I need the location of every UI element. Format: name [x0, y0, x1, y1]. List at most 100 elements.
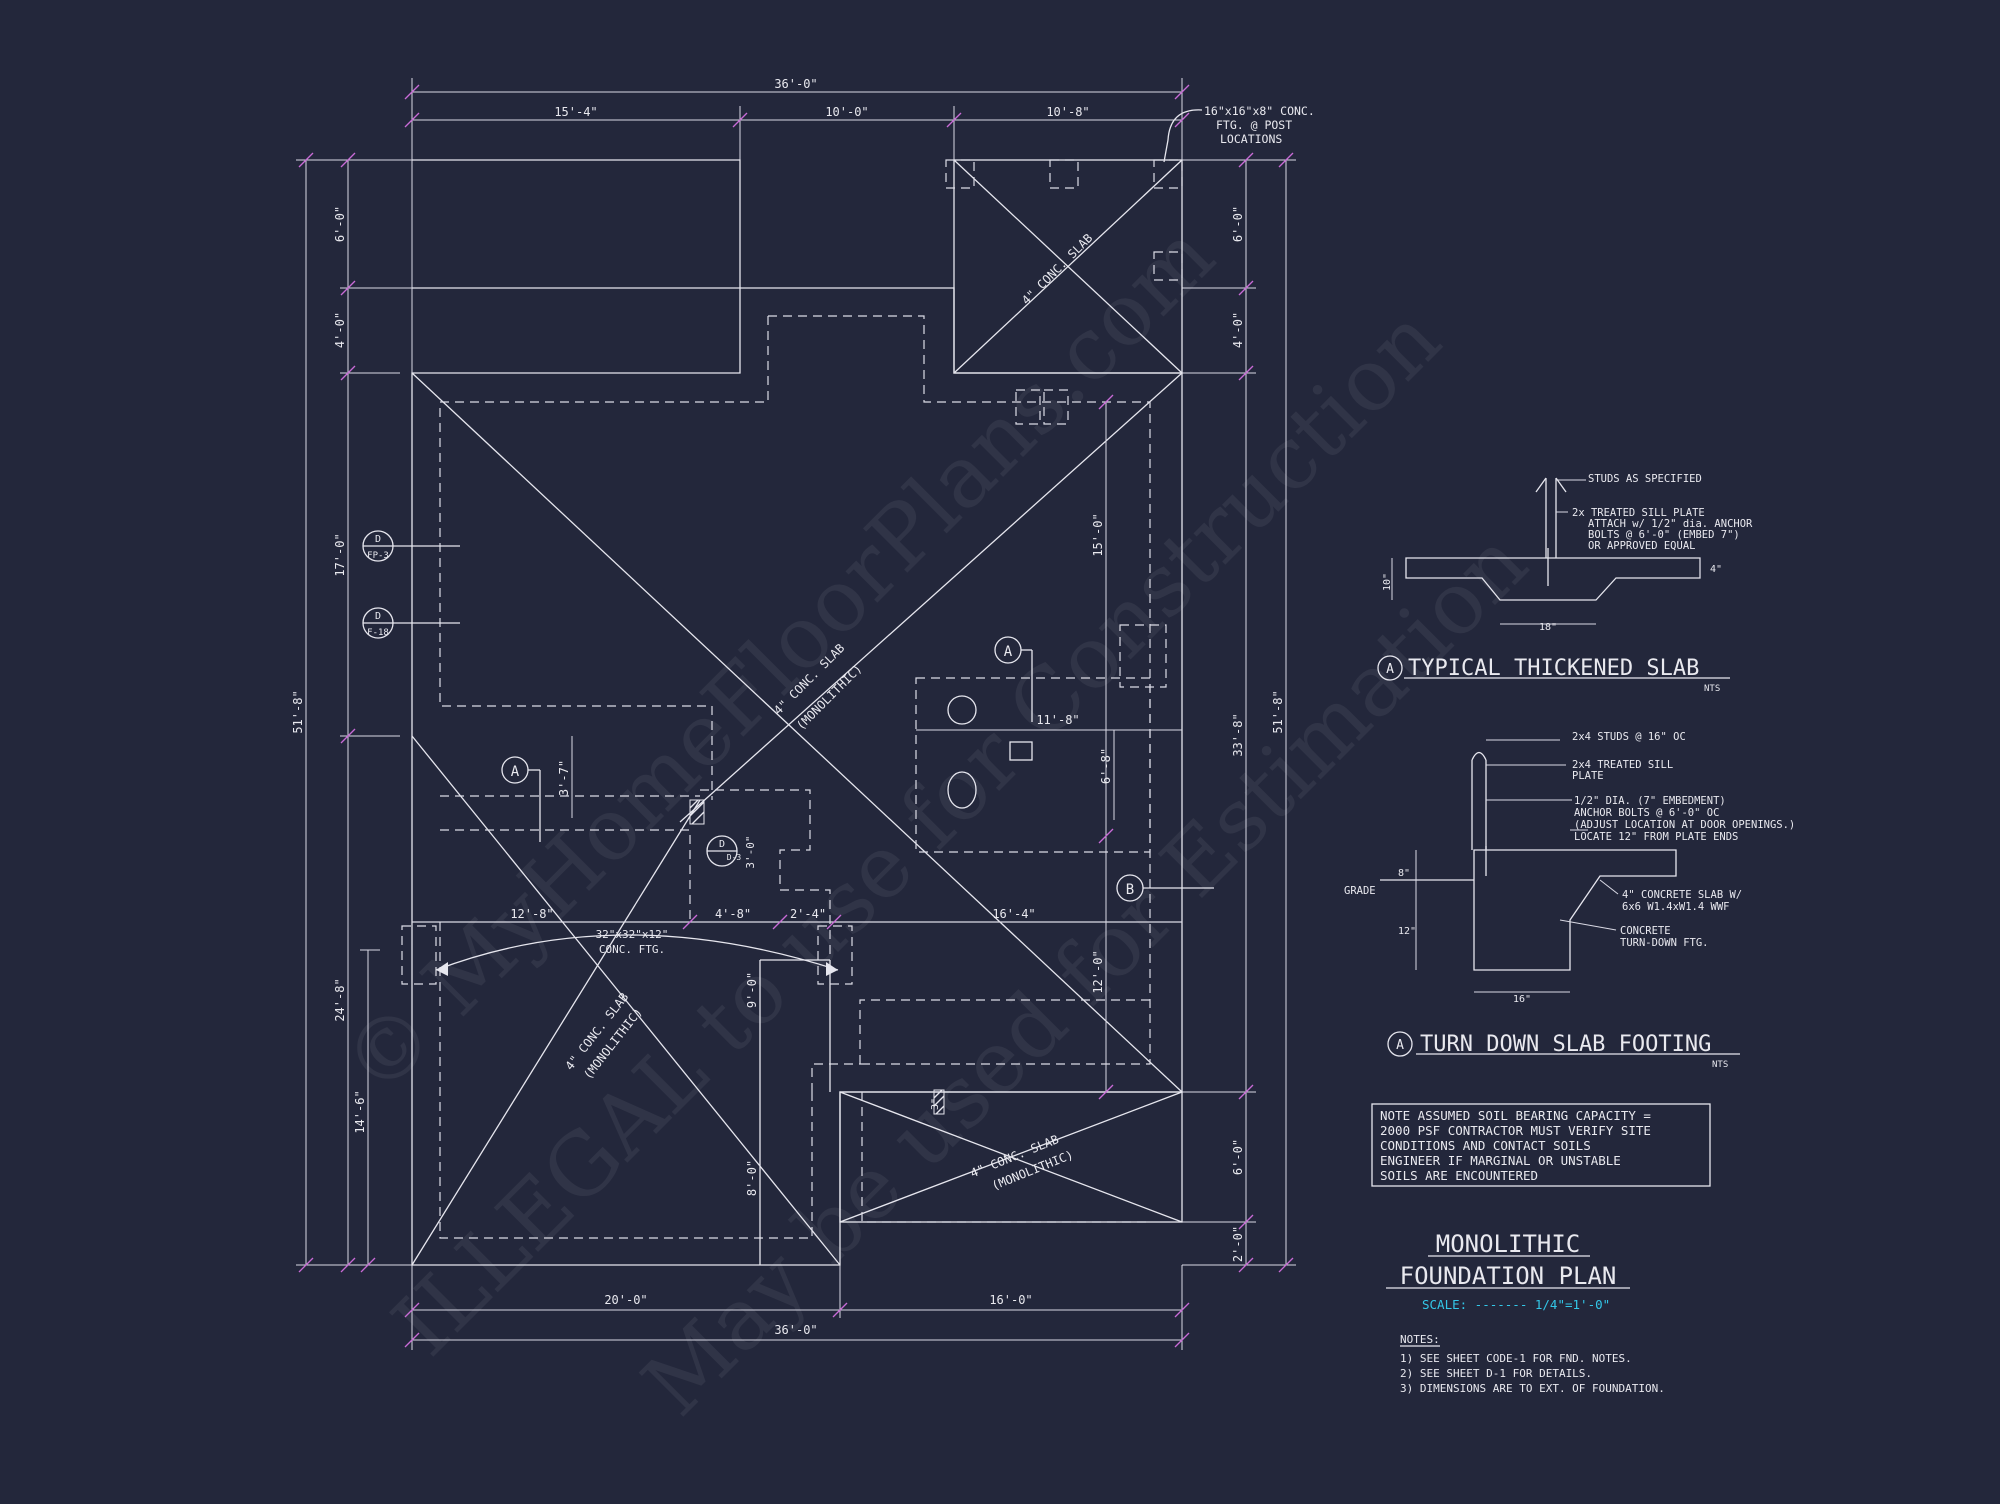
detail-thickened-slab: STUDS AS SPECIFIED 2x TREATED SILL PLATE… — [1377, 473, 1753, 694]
dim-int-3-7: 3'-7" — [557, 760, 571, 796]
dim-int-2-4: 2'-4" — [790, 907, 826, 921]
note-item-1: 1) SEE SHEET CODE-1 FOR FND. NOTES. — [1400, 1352, 1632, 1365]
detail-a-sill-4: OR APPROVED EQUAL — [1588, 540, 1695, 552]
marker-d3: D-3 — [727, 853, 742, 862]
detail-turn-down: 2x4 STUDS @ 16" OC 2x4 TREATED SILL PLAT… — [1344, 731, 1795, 1070]
detail-b-dim-16: 16" — [1513, 994, 1531, 1005]
dim-left-14: 14'-6" — [353, 1090, 367, 1133]
detail-b-slab-1: 4" CONCRETE SLAB W/ — [1622, 889, 1742, 901]
marker-d-1: D — [375, 534, 381, 545]
dim-int-6-8: 6'-8" — [1099, 748, 1113, 784]
dim-int-12: 12'-0" — [1091, 950, 1105, 993]
detail-a-sill-1: 2x TREATED SILL PLATE — [1572, 507, 1705, 519]
dim-seg-1: 15'-4" — [554, 105, 597, 119]
marker-a-right: A — [1004, 644, 1013, 660]
detail-b-dim-12: 12" — [1398, 926, 1416, 937]
plan-title-1: MONOLITHIC — [1436, 1230, 1581, 1258]
detail-b-title: TURN DOWN SLAB FOOTING — [1420, 1032, 1711, 1057]
post-footing-callout: 16"x16"x8" CONC. FTG. @ POST LOCATIONS — [1163, 104, 1315, 163]
soil-note-line-3: CONDITIONS AND CONTACT SOILS — [1380, 1138, 1591, 1153]
post-ftg-line-3: LOCATIONS — [1220, 132, 1282, 146]
dim-overall-top: 36'-0" — [774, 77, 817, 91]
detail-b-nts: NTS — [1712, 1060, 1728, 1070]
detail-a-studs: STUDS AS SPECIFIED — [1588, 473, 1702, 485]
dim-right-2: 2'-0" — [1231, 1226, 1245, 1262]
post-ftg-line-1: 16"x16"x8" CONC. — [1204, 104, 1315, 118]
detail-a-dim-4: 4" — [1710, 564, 1722, 575]
marker-d-2: D — [375, 611, 381, 622]
dim-left-24: 24'-8" — [333, 978, 347, 1021]
marker-fp3: FP-3 — [367, 551, 389, 561]
detail-b-dim-8: 8" — [1398, 868, 1410, 879]
post-ftg-line-2: FTG. @ POST — [1216, 118, 1292, 132]
note-item-3: 3) DIMENSIONS ARE TO EXT. OF FOUNDATION. — [1400, 1382, 1665, 1395]
dim-seg-2: 10'-0" — [825, 105, 868, 119]
dim-bottom-seg-1: 20'-0" — [604, 1293, 647, 1307]
soil-note-line-4: ENGINEER IF MARGINAL OR UNSTABLE — [1380, 1153, 1621, 1168]
detail-a-title: TYPICAL THICKENED SLAB — [1408, 656, 1699, 681]
dim-right-total: 51'-8" — [1271, 690, 1285, 733]
detail-b-sill-1: 2x4 TREATED SILL — [1572, 759, 1673, 771]
left-dimensions: 51'-8" 6'-0" 4'-0" 17'-0" 24'-8" 14'-6" — [291, 152, 740, 1273]
detail-a-sill-2: ATTACH w/ 1/2" dia. ANCHOR — [1588, 518, 1753, 530]
notes: NOTES: 1) SEE SHEET CODE-1 FOR FND. NOTE… — [1400, 1333, 1665, 1395]
dim-left-17: 17'-0" — [333, 533, 347, 576]
dim-right-33: 33'-8" — [1231, 713, 1245, 756]
dim-overall-bottom: 36'-0" — [774, 1323, 817, 1337]
dim-left-6: 6'-0" — [333, 206, 347, 242]
detail-a-nts: NTS — [1704, 684, 1720, 694]
detail-b-grade: GRADE — [1344, 885, 1376, 897]
detail-a-dim-18: 18" — [1539, 622, 1557, 633]
dim-seg-3: 10'-8" — [1046, 105, 1089, 119]
dim-bottom-seg-2: 16'-0" — [989, 1293, 1032, 1307]
footing-callout: 32"x32"x12" CONC. FTG. — [435, 928, 839, 976]
detail-b-ftg-2: TURN-DOWN FTG. — [1620, 937, 1709, 949]
dim-right-4: 4'-0" — [1231, 312, 1245, 348]
ftg-label-2: CONC. FTG. — [599, 943, 665, 956]
marker-b: B — [1126, 882, 1134, 898]
detail-b-studs: 2x4 STUDS @ 16" OC — [1572, 731, 1686, 743]
marker-d-3: D — [719, 839, 725, 850]
detail-b-ftg-1: CONCRETE — [1620, 925, 1671, 937]
soil-note-line-5: SOILS ARE ENCOUNTERED — [1380, 1168, 1538, 1183]
detail-b-bolt-2: ANCHOR BOLTS @ 6'-0" OC — [1574, 807, 1719, 819]
detail-a-dim-10: 10" — [1382, 573, 1393, 591]
plan-title-2: FOUNDATION PLAN — [1400, 1262, 1617, 1290]
title-block: MONOLITHIC FOUNDATION PLAN SCALE: ------… — [1386, 1230, 1630, 1312]
right-dimensions: 6'-0" 4'-0" 33'-8" 51'-8" 6'-0" 2'-0" — [1182, 152, 1296, 1273]
detail-b-tag: A — [1396, 1038, 1404, 1053]
detail-b-sill-2: PLATE — [1572, 770, 1604, 782]
marker-a-left: A — [511, 764, 520, 780]
marker-f18: F-18 — [367, 628, 389, 638]
detail-b-slab-2: 6x6 W1.4xW1.4 WWF — [1622, 901, 1729, 913]
soil-note-box: NOTE ASSUMED SOIL BEARING CAPACITY = 200… — [1371, 1103, 1711, 1187]
bottom-dimensions: 20'-0" 16'-0" 36'-0" — [404, 1265, 1190, 1350]
dim-left-total: 51'-8" — [291, 690, 305, 733]
interior-dimensions: 15'-0" 12'-0" 11'-8" 6'-8" 3'-7" 3'-0" 1… — [412, 394, 1182, 1196]
soil-note-line-2: 2000 PSF CONTRACTOR MUST VERIFY SITE — [1380, 1123, 1651, 1138]
dim-int-9-0: 9'-0" — [745, 972, 759, 1008]
dim-left-4: 4'-0" — [333, 312, 347, 348]
foundation-outline — [401, 159, 1183, 1266]
dim-int-4-8: 4'-8" — [715, 907, 751, 921]
detail-b-bolt-4: LOCATE 12" FROM PLATE ENDS — [1574, 831, 1738, 843]
soil-note-line-1: NOTE ASSUMED SOIL BEARING CAPACITY = — [1380, 1108, 1651, 1123]
plan-scale: SCALE: ------- 1/4"=1'-0" — [1422, 1297, 1610, 1312]
ftg-label-1: 32"x32"x12" — [596, 928, 669, 941]
dim-int-12-8: 12'-8" — [510, 907, 553, 921]
dim-int-8-0: 8'-0" — [745, 1160, 759, 1196]
dim-int-16-4: 16'-4" — [992, 907, 1035, 921]
dim-int-3-0: 3'-0" — [744, 835, 757, 868]
detail-a-tag: A — [1386, 662, 1394, 677]
dim-int-3: 3" — [930, 1098, 941, 1110]
detail-markers: D FP-3 D F-18 D D-3 A A B — [362, 530, 1214, 902]
detail-b-bolt-3: (ADJUST LOCATION AT DOOR OPENINGS.) — [1574, 819, 1795, 831]
detail-a-sill-3: BOLTS @ 6'-0" (EMBED 7") — [1588, 529, 1740, 541]
watermark: © MyHomeFloorPlans.com ILLEGAL to use fo… — [324, 205, 1546, 1434]
notes-heading: NOTES: — [1400, 1333, 1440, 1346]
dim-right-6b: 6'-0" — [1231, 1139, 1245, 1175]
detail-b-bolt-1: 1/2" DIA. (7" EMBEDMENT) — [1574, 795, 1726, 807]
dim-right-6: 6'-0" — [1231, 206, 1245, 242]
dim-int-11-8: 11'-8" — [1036, 713, 1079, 727]
